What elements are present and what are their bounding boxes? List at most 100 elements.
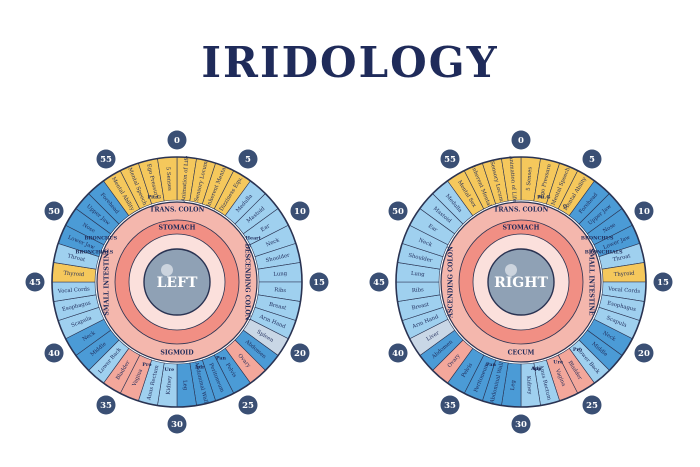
minute-mark-35-badge bbox=[440, 395, 460, 415]
zone-label-thyroid: Thyroid bbox=[614, 271, 636, 279]
ring-label-descending-colon: DESCENDING COLON bbox=[244, 244, 251, 321]
zone-label-animation-of-life: Animation of Life bbox=[181, 156, 191, 204]
minute-mark-25-badge bbox=[582, 395, 602, 415]
zone-label-kidney: Kidney bbox=[166, 376, 173, 395]
zone-label-ear: Ear bbox=[260, 223, 272, 233]
zone-label-leg: Leg bbox=[181, 380, 188, 391]
minute-mark-0-label: 0 bbox=[174, 136, 180, 146]
organ-tag-pit-g: Pit.G bbox=[537, 194, 550, 200]
minute-mark-55-label: 55 bbox=[444, 155, 456, 165]
zone-label-ear: Ear bbox=[427, 223, 439, 233]
zone-label-neck: Neck bbox=[265, 237, 281, 248]
minute-mark-10-label: 10 bbox=[294, 207, 306, 217]
pupil-highlight bbox=[161, 264, 173, 276]
minute-mark-50-badge bbox=[44, 201, 64, 221]
minute-mark-45-badge bbox=[25, 272, 45, 292]
ring-label-sigmoid: SIGMOID bbox=[160, 350, 194, 357]
minute-mark-45-badge bbox=[369, 272, 389, 292]
organ-tag-pro: Pro bbox=[142, 362, 151, 368]
zone-label-throat: Throat bbox=[67, 253, 87, 263]
ring-label-small-intestine: SMALL INTESTINE bbox=[588, 248, 595, 315]
minute-mark-55-label: 55 bbox=[100, 155, 112, 165]
minute-mark-50-badge bbox=[388, 201, 408, 221]
ring-label-stomach: STOMACH bbox=[503, 225, 540, 232]
organ-tag-pro: Pro bbox=[573, 347, 582, 353]
minute-mark-25-label: 25 bbox=[242, 401, 254, 411]
pupil bbox=[143, 248, 211, 316]
minute-mark-55-badge bbox=[96, 149, 116, 169]
minute-mark-50-label: 50 bbox=[48, 207, 60, 217]
pupil-highlight bbox=[505, 264, 517, 276]
zone-label-shoulder: Shoulder bbox=[265, 252, 291, 264]
iris-outer-outline bbox=[51, 156, 303, 408]
minute-mark-5-badge bbox=[582, 149, 602, 169]
center-label: RIGHT bbox=[494, 275, 548, 291]
minute-mark-20-label: 20 bbox=[638, 349, 650, 359]
organ-tag-heart: Heart bbox=[245, 236, 261, 242]
minute-mark-40-label: 40 bbox=[392, 349, 404, 359]
zone-label-breast: Breast bbox=[411, 301, 430, 311]
minute-mark-5-label: 5 bbox=[245, 155, 251, 165]
ring-label-small-intestine: SMALL INTESTINE bbox=[104, 248, 111, 315]
organ-tag-bronchus: BRONCHUS bbox=[581, 236, 614, 242]
minute-mark-20-badge bbox=[290, 343, 310, 363]
minute-mark-15-badge bbox=[653, 272, 673, 292]
organ-tag-adr: Adr bbox=[194, 365, 205, 371]
organ-tag-ure: Ure bbox=[164, 367, 174, 373]
center-label: LEFT bbox=[157, 275, 198, 291]
minute-mark-35-label: 35 bbox=[444, 401, 456, 411]
iris-outer-outline bbox=[395, 156, 647, 408]
minute-mark-5-badge bbox=[238, 149, 258, 169]
organ-tag-g: G bbox=[563, 203, 567, 209]
ring-label-stomach: STOMACH bbox=[159, 225, 196, 232]
zone-label-animation-of-life: Animation of Life bbox=[507, 155, 517, 203]
zone-label-shoulder: Shoulder bbox=[408, 253, 434, 265]
minute-mark-25-badge bbox=[238, 395, 258, 415]
organ-tag-ure: Ure bbox=[553, 359, 563, 365]
zone-label-vocal-cords: Vocal Cords bbox=[607, 286, 641, 295]
minute-mark-0-badge bbox=[511, 130, 531, 150]
minute-mark-15-badge bbox=[309, 272, 329, 292]
zone-label-neck: Neck bbox=[418, 237, 434, 248]
minute-mark-25-label: 25 bbox=[586, 401, 598, 411]
minute-mark-45-label: 45 bbox=[373, 278, 385, 288]
minute-mark-35-badge bbox=[96, 395, 116, 415]
minute-mark-55-badge bbox=[440, 149, 460, 169]
zone-label-5-senses: 5 Senses bbox=[526, 166, 534, 190]
minute-mark-30-badge bbox=[167, 414, 187, 434]
zone-label-vocal-cords: Vocal Cords bbox=[57, 286, 91, 295]
ring-label-trans-colon: TRANS. COLON bbox=[150, 207, 205, 214]
zone-label-lung: Lung bbox=[273, 271, 288, 278]
zone-label-throat: Throat bbox=[612, 253, 632, 263]
zone-label-thyroid: Thyroid bbox=[63, 271, 85, 279]
organ-tag-pan: Pan bbox=[486, 362, 497, 368]
minute-mark-40-label: 40 bbox=[48, 349, 60, 359]
pupil bbox=[487, 248, 555, 316]
zone-label-leg: Leg bbox=[510, 379, 517, 390]
ring-label-trans-colon: TRANS. COLON bbox=[494, 207, 549, 214]
minute-mark-15-label: 15 bbox=[657, 278, 669, 288]
minute-mark-0-label: 0 bbox=[518, 136, 524, 146]
organ-tag-pit-g: Pit.G bbox=[148, 194, 161, 200]
zone-label-ribs: Ribs bbox=[412, 287, 425, 294]
minute-mark-10-label: 10 bbox=[638, 207, 650, 217]
minute-mark-15-label: 15 bbox=[313, 278, 325, 288]
minute-mark-50-label: 50 bbox=[392, 207, 404, 217]
minute-mark-30-label: 30 bbox=[515, 420, 527, 430]
page-title: IRIDOLOGY bbox=[201, 38, 499, 87]
ring-label-cecum: CECUM bbox=[508, 350, 535, 357]
minute-mark-45-label: 45 bbox=[29, 278, 41, 288]
zone-label-ribs: Ribs bbox=[274, 287, 287, 294]
minute-mark-10-badge bbox=[290, 201, 310, 221]
minute-mark-40-badge bbox=[44, 343, 64, 363]
minute-mark-20-badge bbox=[634, 343, 654, 363]
minute-mark-35-label: 35 bbox=[100, 401, 112, 411]
organ-tag-adr: Adr bbox=[530, 366, 541, 372]
minute-mark-30-badge bbox=[511, 414, 531, 434]
minute-mark-30-label: 30 bbox=[171, 420, 183, 430]
organ-tag-app: App bbox=[530, 366, 542, 372]
minute-mark-5-label: 5 bbox=[589, 155, 595, 165]
organ-tag-bronchials: BRONCHIALS bbox=[75, 249, 113, 255]
